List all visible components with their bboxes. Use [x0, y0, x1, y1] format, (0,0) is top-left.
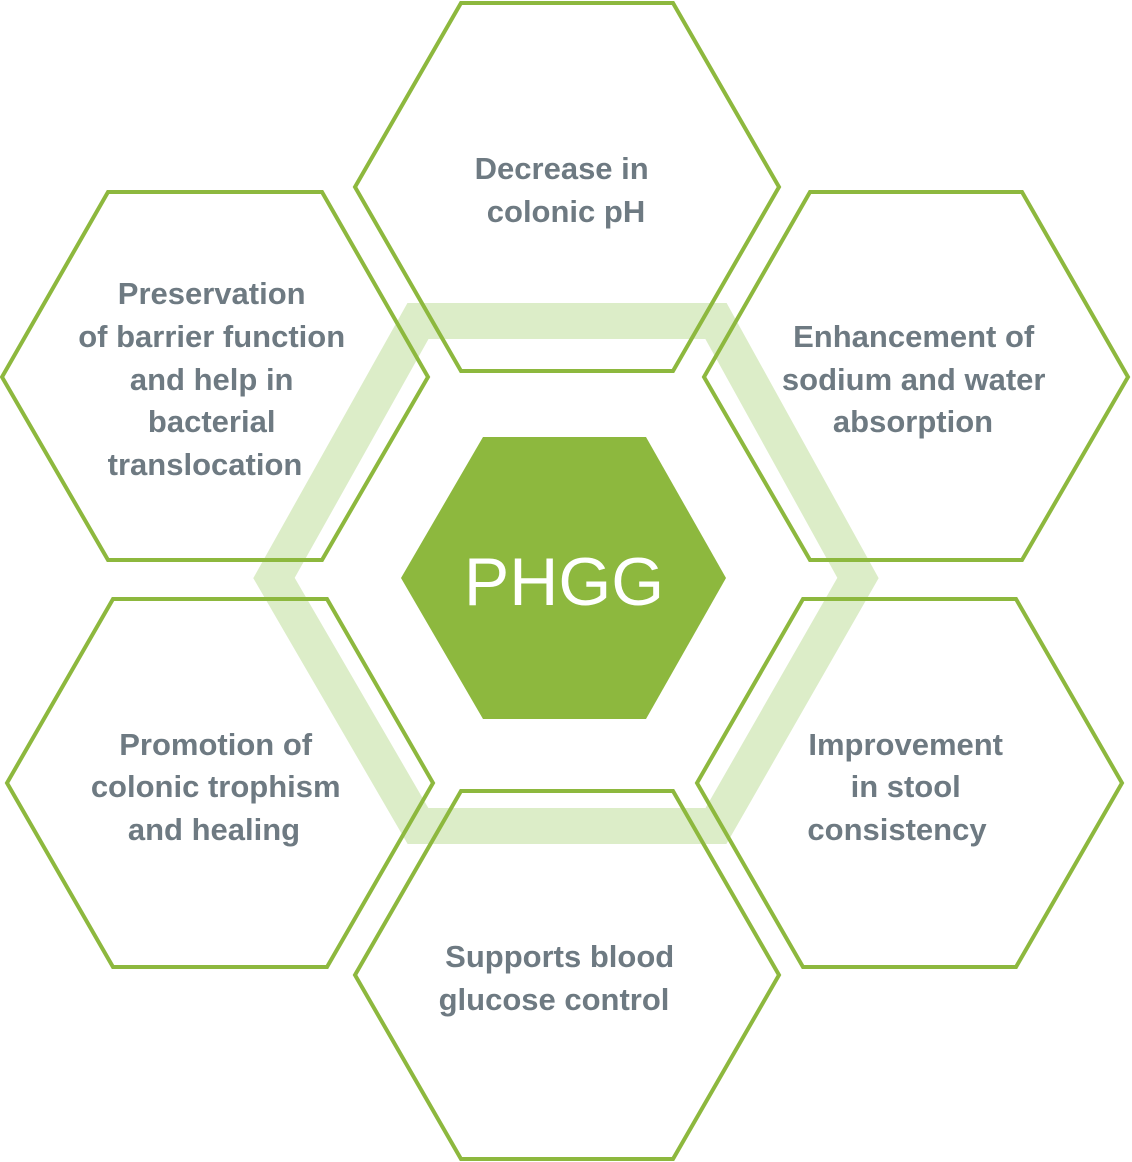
hexagon-top-label: Decrease in colonic pH: [475, 151, 658, 229]
hexagon-lower-right-outline: [694, 597, 1125, 969]
hexagon-top-outline: [352, 0, 782, 373]
hexagon-upper-left: Preservation of barrier function and hel…: [0, 190, 431, 562]
center-hexagon: PHGG: [401, 437, 726, 719]
hexagon-lower-left: Promotion of colonic trophism and healin…: [4, 597, 436, 969]
hexagon-upper-right-label: Enhancement of sodium and water absorpti…: [782, 319, 1054, 439]
hexagon-lower-right-label: Improvement in stool consistency: [807, 727, 1011, 847]
connecting-ring: [253, 303, 879, 844]
hexagon-upper-left-label: Preservation of barrier function and hel…: [78, 276, 354, 482]
hexagon-top: Decrease in colonic pH: [352, 0, 782, 373]
hexagon-bottom: Supports blood glucose control: [352, 789, 782, 1161]
hexagon-upper-right: Enhancement of sodium and water absorpti…: [701, 190, 1131, 562]
hexagon-lower-left-outline: [4, 597, 436, 969]
hexagon-lower-left-label: Promotion of colonic trophism and healin…: [91, 727, 349, 847]
hexagon-bottom-outline: [352, 789, 782, 1161]
hexagon-upper-right-outline: [701, 190, 1131, 562]
center-hexagon-shape: [401, 437, 726, 719]
hexagon-bottom-label: Supports blood glucose control: [439, 939, 683, 1017]
hexagon-lower-right: Improvement in stool consistency: [694, 597, 1125, 969]
center-label: PHGG: [464, 544, 664, 620]
hexagon-upper-left-outline: [0, 190, 431, 562]
